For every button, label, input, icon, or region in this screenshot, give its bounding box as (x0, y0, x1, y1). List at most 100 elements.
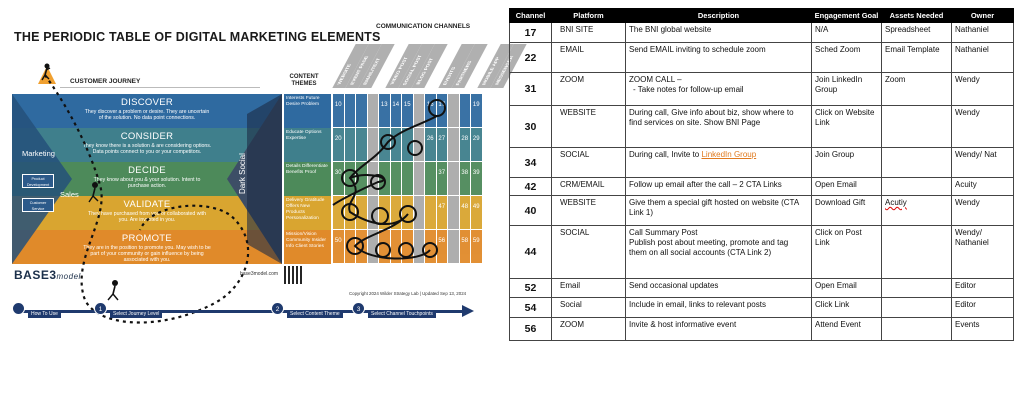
step-select-content: Select Content Theme (287, 310, 343, 318)
table-header-row: Channel Platform Description Engagement … (509, 8, 1014, 23)
channel-cell (356, 162, 367, 195)
channel-cell (413, 94, 424, 127)
cell-engagement-goal: Click on Website Link (811, 105, 882, 148)
infographic-title: THE PERIODIC TABLE OF DIGITAL MARKETING … (14, 30, 381, 44)
cell-owner: Acuity (951, 177, 1014, 196)
cell-channel-text: 56 (524, 323, 537, 335)
linkedin-group-link[interactable]: LinkedIn Group (701, 150, 757, 159)
cell-description: Invite & host informative event (625, 317, 812, 341)
qr-code-icon (284, 266, 302, 284)
channel-cell: 19 (471, 94, 482, 127)
cell-platform-text: ZOOM (560, 320, 584, 329)
cell-platform: SOCIAL (551, 147, 626, 178)
channel-cell: 48 (459, 196, 470, 229)
channel-cell (367, 128, 378, 161)
cell-owner-text: Events (955, 320, 980, 329)
header-engagement-goal: Engagement Goal (811, 8, 882, 23)
cell-platform-text: SOCIAL (560, 228, 590, 237)
cell-platform-text: Email (560, 281, 581, 290)
channel-cell (413, 162, 424, 195)
cell-assets-needed (881, 317, 952, 341)
cell-platform: BNI SITE (551, 22, 626, 43)
cell-assets-needed (881, 177, 952, 196)
cell-owner: Nathaniel (951, 42, 1014, 73)
stage-decide: DECIDE They know about you & your soluti… (12, 162, 282, 196)
channel-cell (413, 230, 424, 263)
cell-channel: 40 (509, 195, 552, 226)
channel-cell (390, 162, 401, 195)
channel-cell (390, 128, 401, 161)
cell-engagement-goal: N/A (811, 22, 882, 43)
channel-cell: 17 (436, 94, 447, 127)
channel-cell (344, 128, 355, 161)
cell-assets-needed (881, 147, 952, 178)
channel-cell (356, 94, 367, 127)
cell-owner: Wendy (951, 72, 1014, 106)
cell-owner-text: Wendy (955, 108, 980, 117)
cell-platform: SOCIAL (551, 225, 626, 279)
cell-engagement-goal-text: Open Email (815, 281, 857, 290)
cell-owner: Wendy (951, 195, 1014, 226)
funnel-background (12, 94, 282, 264)
cell-engagement-goal-text: Attend Event (815, 320, 861, 329)
step-select-journey: Select Journey Level (110, 310, 163, 318)
cell-engagement-goal: Sched Zoom (811, 42, 882, 73)
channel-cell: 47 (436, 196, 447, 229)
channel-cell: 28 (459, 128, 470, 161)
stage-description: They know there is a solution & are cons… (82, 143, 212, 155)
channel-cell (402, 196, 413, 229)
cell-channel-text: 44 (524, 246, 537, 258)
cell-description-text: During call, Give info about biz, show w… (629, 108, 794, 127)
cell-assets-needed-text: Spreadsheet (885, 25, 931, 34)
cell-description-text: Send EMAIL inviting to schedule zoom (629, 45, 766, 54)
cell-assets-needed (881, 105, 952, 148)
cell-platform-text: EMAIL (560, 45, 585, 54)
cell-engagement-goal: Click Link (811, 297, 882, 318)
sales-label: Sales (60, 190, 79, 199)
stage-name: CONSIDER (120, 131, 174, 142)
channel-cell (379, 128, 390, 161)
cell-description-text: Call Summary Post (629, 228, 698, 237)
cell-platform-text: CRM/EMAIL (560, 180, 605, 189)
cell-channel-text: 22 (524, 51, 537, 64)
cell-description: ZOOM CALL –- Take notes for follow-up em… (625, 72, 812, 106)
channel-cell: 10 (333, 94, 344, 127)
cell-channel: 22 (509, 42, 552, 73)
channel-cell (379, 196, 390, 229)
hand-drawn-overlay (44, 74, 446, 324)
channel-cell: 39 (471, 162, 482, 195)
channel-cell (390, 196, 401, 229)
walker-icon (107, 280, 119, 301)
cell-platform-text: BNI SITE (560, 25, 594, 34)
cell-assets-needed: Spreadsheet (881, 22, 952, 43)
cell-channel: 44 (509, 225, 552, 279)
content-themes-label: CONTENT THEMES (289, 74, 319, 87)
step-3-number: 3 (352, 302, 365, 315)
channel-cell (448, 230, 459, 263)
stage-name: PROMOTE (121, 233, 173, 244)
channel-cell: 58 (459, 230, 470, 263)
channel-cell (379, 230, 390, 263)
cell-owner-text: Acuity (955, 180, 977, 189)
cell-platform-text: SOCIAL (560, 150, 590, 159)
cell-channel: 34 (509, 147, 552, 178)
customer-journey-label: CUSTOMER JOURNEY (70, 78, 141, 85)
cell-channel-text: 54 (524, 301, 537, 314)
cell-engagement-goal: Click on Post Link (811, 225, 882, 279)
header-description: Description (625, 8, 812, 23)
channel-cell (367, 94, 378, 127)
communication-channels-label: COMMUNICATION CHANNELS (376, 23, 471, 30)
channel-cell (390, 230, 401, 263)
channel-cell (356, 230, 367, 263)
cell-channel-text: 40 (524, 204, 537, 217)
cell-engagement-goal: Download Gift (811, 195, 882, 226)
header-platform: Platform (551, 8, 626, 23)
channel-cell (402, 162, 413, 195)
cell-owner-text: Nathaniel (955, 25, 989, 34)
content-theme: Educate Options Expertise (284, 128, 331, 162)
channel-cell (425, 162, 436, 195)
